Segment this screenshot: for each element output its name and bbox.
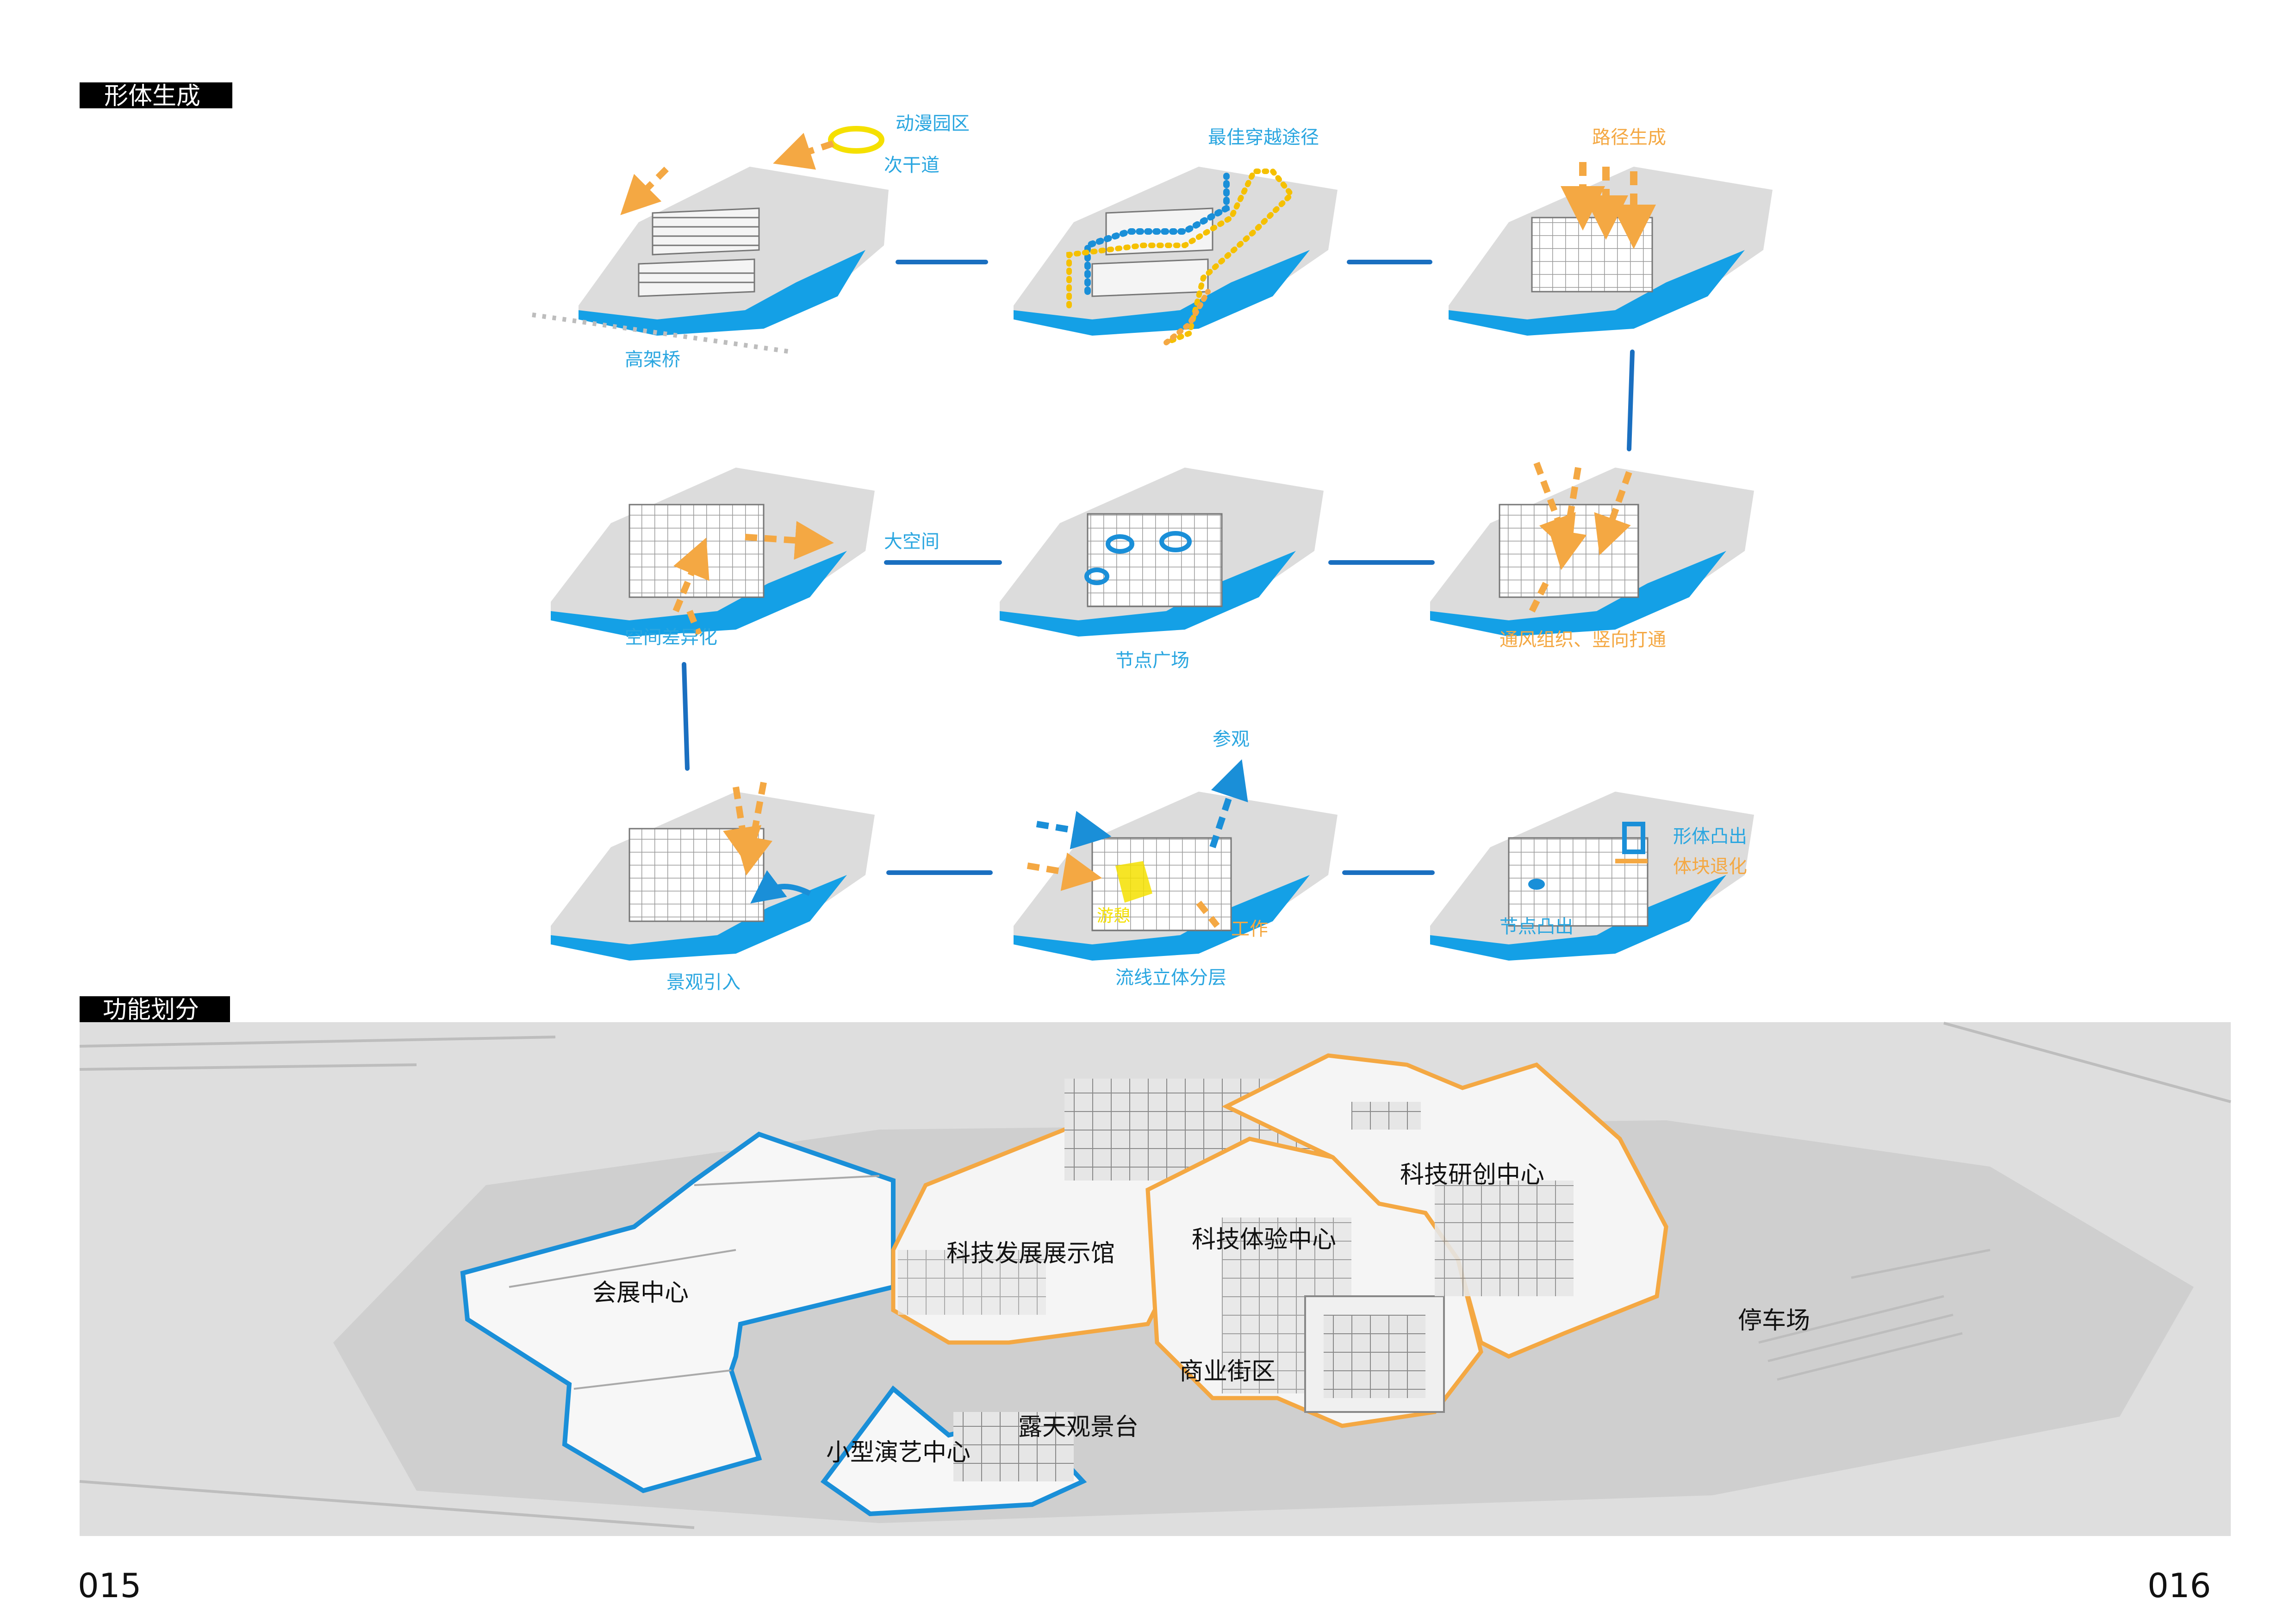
label-layered-flow: 流线立体分层 [1115, 967, 1226, 988]
best-path-orange [1164, 289, 1211, 345]
label-parking: 停车场 [1738, 1307, 1810, 1335]
arrow-space-3 [686, 610, 702, 636]
arrow-road [620, 167, 669, 215]
label-exhibition: 科技发展展示馆 [946, 1240, 1115, 1268]
building-block [638, 207, 760, 297]
best-path-yellow [1066, 169, 1295, 345]
node-plaza-2 [1159, 531, 1192, 552]
node-plaza-1 [1106, 534, 1134, 554]
grid-block [1087, 513, 1223, 607]
river [1449, 250, 1745, 336]
viewing-deck [953, 1412, 1074, 1481]
arrow-vent-1 [1533, 462, 1576, 556]
arrow-landscape-blue [750, 870, 811, 904]
label-commercial: 商业街区 [1179, 1358, 1276, 1386]
label-deck: 露天观景台 [1018, 1413, 1139, 1441]
diagram-8: 参观 游憩 工作 流线立体分层 [1014, 729, 1338, 988]
parking [1758, 1249, 1991, 1381]
grid-block [1091, 837, 1232, 931]
connector-lines [682, 260, 1635, 875]
label-form-protrude: 形体凸出 [1673, 826, 1747, 847]
river [579, 250, 865, 336]
label-secondary-road: 次干道 [884, 155, 940, 176]
label-ventilation: 通风组织、竖向打通 [1500, 629, 1666, 650]
yellow-path [1115, 861, 1152, 903]
grid-block [1531, 217, 1653, 293]
river [1000, 551, 1296, 637]
label-performance: 小型演艺中心 [826, 1439, 971, 1467]
diagram-9: 形体凸出 体块退化 节点凸出 [1430, 792, 1754, 961]
grid-block [628, 504, 765, 598]
label-leisure: 游憩 [1097, 906, 1130, 925]
river [551, 875, 847, 961]
label-large-space: 大空间 [884, 531, 940, 552]
arrow-work-2 [1196, 900, 1220, 928]
label-block-recede: 体块退化 [1673, 856, 1747, 877]
convention-center [460, 1131, 896, 1493]
grid-block [1499, 504, 1639, 598]
node-protrusion [1528, 879, 1545, 890]
function-map: 会展中心 科技发展展示馆 科技体验中心 科技研创中心 商业街区 小型演艺中心 露… [79, 1022, 2231, 1536]
arrow-work [1027, 852, 1102, 891]
arrow-visit [1209, 759, 1248, 849]
arrow-space-1 [672, 537, 709, 612]
grid-block [628, 828, 765, 922]
diagram-2: 最佳穿越途径 [1014, 127, 1338, 345]
label-visit: 参观 [1213, 729, 1250, 750]
diagram-7: 景观引入 [551, 781, 875, 993]
arrow-vent-2 [1548, 467, 1587, 570]
river [1430, 875, 1726, 961]
diagram-5: 节点广场 [1000, 468, 1324, 671]
arrow-landscape-2 [734, 781, 773, 876]
experience-center [1145, 1137, 1483, 1428]
river [1430, 551, 1726, 637]
label-landscape: 景观引入 [666, 972, 740, 993]
page-number-left: 015 [78, 1566, 141, 1605]
animation-park-ring [828, 126, 884, 154]
node-plaza-3 [1084, 568, 1109, 585]
label-space-diff: 空间差异化 [625, 627, 717, 648]
diagram-4: 大空间 空间差异化 [551, 468, 940, 648]
label-path-gen: 路径生成 [1592, 127, 1666, 148]
arrow-animation [773, 132, 834, 170]
rd-center [1221, 1053, 1668, 1359]
label-work: 工作 [1231, 918, 1268, 940]
road-lines [79, 1022, 2231, 1529]
diagram-1: 动漫园区 次干道 高架桥 [532, 113, 970, 370]
arrow-vent-3 [1594, 471, 1632, 556]
protrusion-outline [1622, 822, 1645, 854]
diagram-6: 通风组织、竖向打通 [1430, 462, 1754, 650]
label-viaduct: 高架桥 [625, 349, 680, 370]
page-number-right: 016 [2147, 1566, 2211, 1605]
arrow-visit-2 [1036, 811, 1112, 849]
label-node-plaza: 节点广场 [1115, 650, 1189, 671]
label-experience: 科技体验中心 [1192, 1226, 1336, 1254]
section-title-function-text: 功能划分 [103, 996, 199, 1024]
diagram-3: 路径生成 [1449, 127, 1773, 336]
label-node-protrude: 节点凸出 [1500, 916, 1574, 937]
section-title-form: 形体生成 [80, 82, 232, 110]
arrow-space-2 [745, 521, 834, 560]
viaduct [532, 312, 792, 354]
river [551, 551, 847, 637]
section-title-form-text: 形体生成 [104, 82, 200, 110]
label-anime-park: 动漫园区 [896, 113, 970, 134]
label-convention: 会展中心 [592, 1279, 689, 1307]
label-rd: 科技研创中心 [1400, 1161, 1544, 1189]
river [1014, 875, 1310, 961]
arrow-vent-4 [1529, 581, 1549, 613]
section-title-function: 功能划分 [80, 996, 230, 1024]
label-best-path: 最佳穿越途径 [1208, 127, 1319, 148]
river [1014, 250, 1310, 336]
